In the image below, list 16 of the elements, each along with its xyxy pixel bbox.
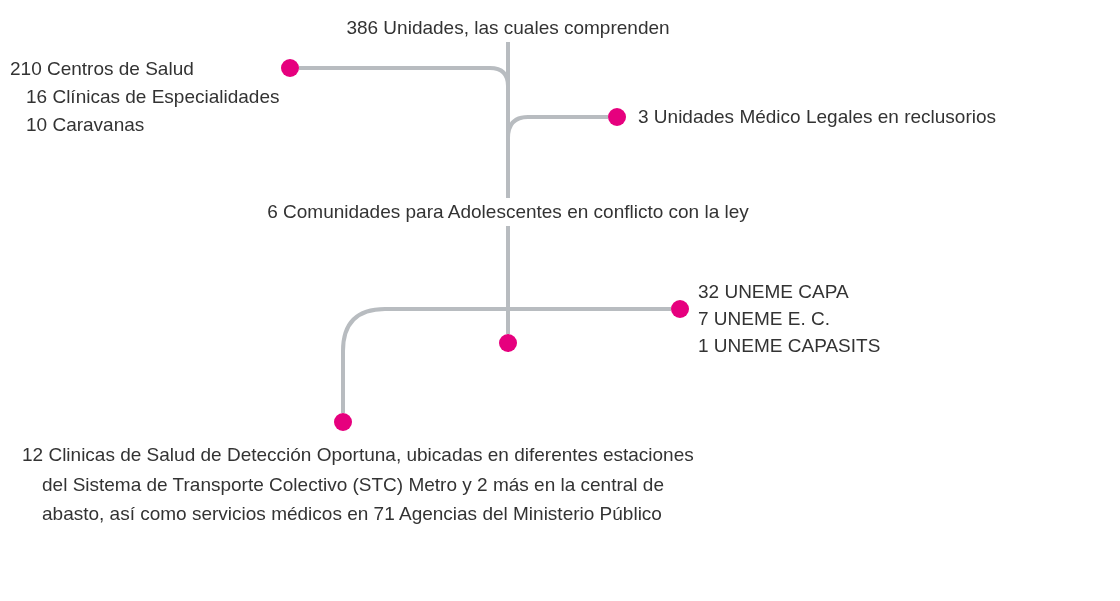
caption-text: 32 UNEME CAPA — [698, 280, 849, 304]
caption-text: 16 Clínicas de Especialidades — [26, 85, 280, 109]
dot-marker — [281, 59, 299, 77]
caption-text: 3 Unidades Médico Legales en reclusorios — [638, 105, 997, 129]
dot-marker — [671, 300, 689, 318]
caption-text: 10 Caravanas — [26, 113, 145, 137]
caption-text: 210 Centros de Salud — [10, 57, 194, 81]
node-label: 6 Comunidades para Adolescentes en conflicto con la ley — [267, 201, 749, 223]
node-label: 386 Unidades, las cuales comprenden — [346, 17, 670, 39]
dot-marker — [499, 334, 517, 352]
caption-text: 7 UNEME E. C. — [698, 307, 830, 331]
caption-text: 12 Clinicas de Salud de Detección Oportuna, ubicadas en diferentes estaciones del Sistema de Transporte Colectivo (STC) Metro y 2 más en la central de abasto, así como servicios médicos en 71 Agencias del Ministerio Público — [22, 443, 695, 526]
dot-marker — [334, 413, 352, 431]
caption-text: 1 UNEME CAPASITS — [698, 334, 881, 358]
connector-line — [341, 226, 510, 413]
dot-marker — [608, 108, 626, 126]
